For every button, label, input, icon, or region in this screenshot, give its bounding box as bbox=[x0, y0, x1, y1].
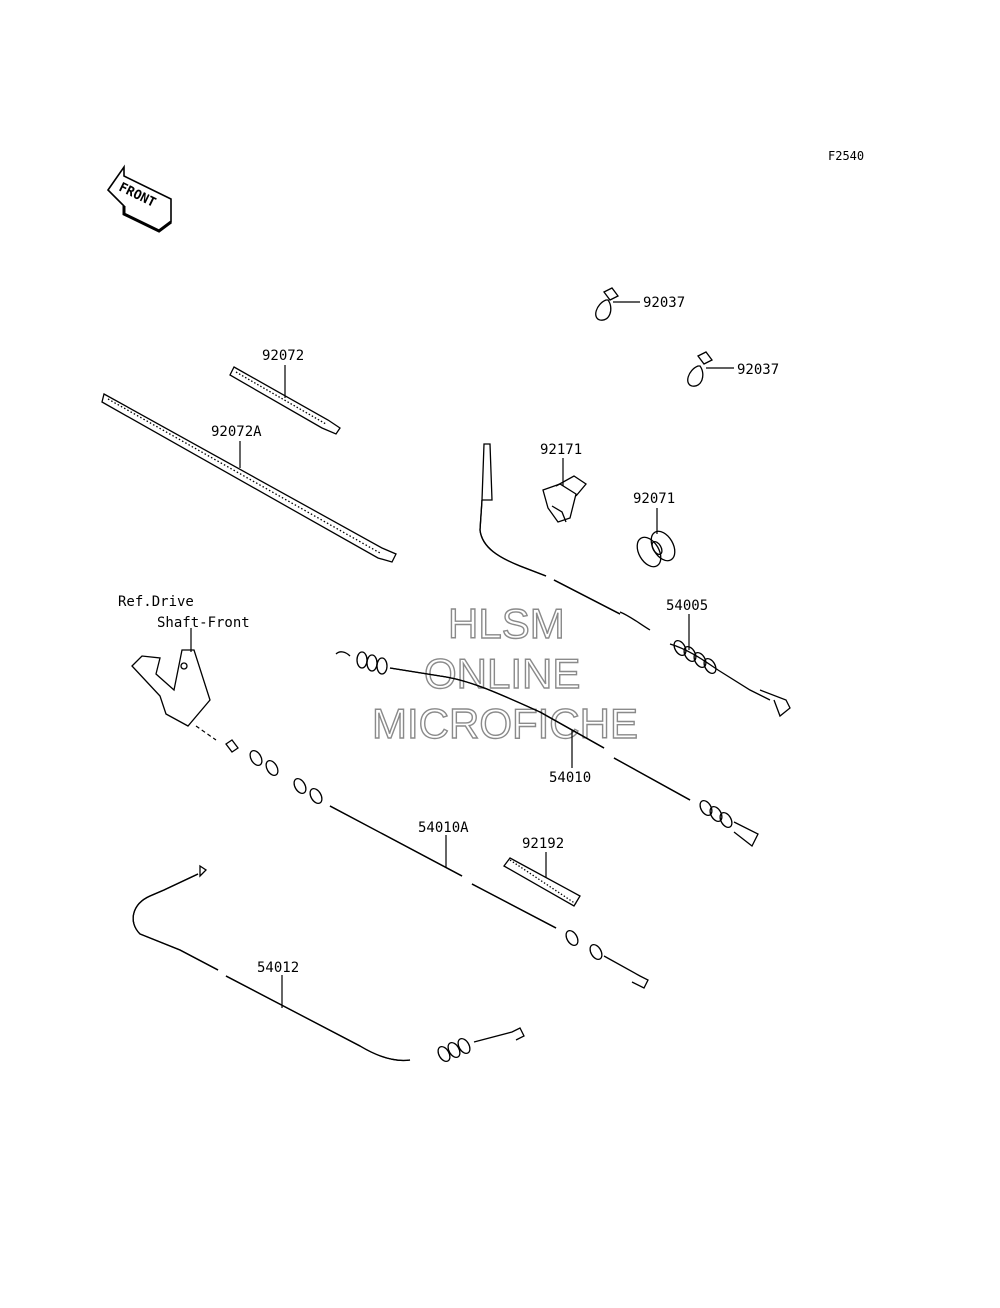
cable-tie-92072A bbox=[101, 393, 397, 563]
reference-note-line-1: Ref.Drive bbox=[118, 594, 194, 610]
reference-note-line-2: Shaft-Front bbox=[157, 615, 250, 631]
part-number-92171: 92171 bbox=[540, 442, 582, 458]
watermark: HLSM ONLINE MICROFICHE bbox=[371, 599, 638, 747]
cable-tie-92072 bbox=[229, 365, 341, 435]
cable-54012 bbox=[132, 864, 525, 1063]
protector-tube-92192 bbox=[503, 852, 581, 907]
front-direction-arrow-icon: FRONT bbox=[106, 164, 172, 233]
drive-shaft-bracket-reference bbox=[131, 628, 217, 741]
part-number-54010A: 54010A bbox=[418, 820, 469, 836]
part-number-92037-upper: 92037 bbox=[643, 295, 685, 311]
watermark-line-3: MICROFICHE bbox=[372, 700, 638, 747]
watermark-line-2: ONLINE bbox=[424, 650, 580, 697]
part-number-92192: 92192 bbox=[522, 836, 564, 852]
part-number-92071: 92071 bbox=[633, 491, 675, 507]
cable-54005 bbox=[479, 443, 791, 718]
grommet-92071 bbox=[636, 508, 676, 568]
part-number-92072A: 92072A bbox=[211, 424, 262, 440]
cable-holder-92171 bbox=[542, 458, 587, 523]
part-number-92037-lower: 92037 bbox=[737, 362, 779, 378]
cable-54010 bbox=[335, 651, 759, 847]
part-number-92072: 92072 bbox=[262, 348, 304, 364]
watermark-line-1: HLSM bbox=[448, 600, 565, 647]
figure-code: F2540 bbox=[828, 149, 864, 163]
part-number-54005: 54005 bbox=[666, 598, 708, 614]
cable-54010A bbox=[225, 739, 649, 989]
part-number-54010: 54010 bbox=[549, 770, 591, 786]
clamp-92037-upper bbox=[595, 287, 640, 321]
clamp-92037-lower bbox=[687, 351, 734, 387]
part-number-54012: 54012 bbox=[257, 960, 299, 976]
